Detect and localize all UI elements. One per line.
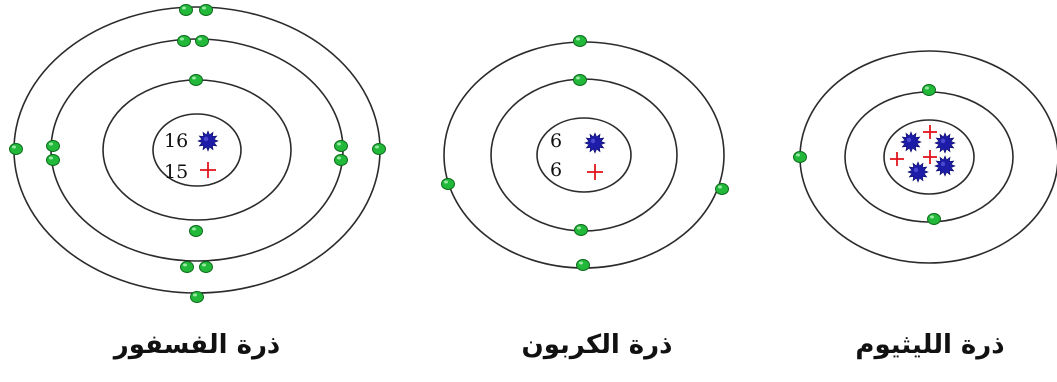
carbon-electron [575,225,588,236]
neutron-star-icon [585,133,605,153]
lithium-electron [928,214,941,225]
phosphorus-electron [47,141,60,152]
phosphorus-electron [196,36,209,47]
proton-plus-icon [200,162,216,178]
phosphorus-electron [200,262,213,273]
proton-plus-icon [923,125,937,139]
carbon-electron [577,260,590,271]
phosphorus-electron [178,36,191,47]
phosphorus-electron [200,5,213,16]
phosphorus-electron [191,292,204,303]
neutron-star-icon [198,131,218,151]
lithium-atom-caption: ذرة الليثيوم [855,330,1004,360]
phosphorus-atom: 16 15 [10,5,386,303]
phosphorus-neutron-count: 16 [164,130,188,152]
neutron-star-icon [901,132,921,152]
lithium-electron [923,85,936,96]
proton-plus-icon [587,164,603,180]
neutron-star-icon [935,133,955,153]
carbon-neutron-count: 6 [550,130,562,152]
proton-plus-icon [923,150,937,164]
phosphorus-electron [373,144,386,155]
neutron-star-icon [908,162,928,182]
carbon-orbit-1 [491,79,677,231]
carbon-electron [442,179,455,190]
carbon-electron [574,36,587,47]
phosphorus-atom-caption: ذرة الفسفور [114,330,281,360]
carbon-atom: 6 6 [442,36,729,271]
phosphorus-electron [190,226,203,237]
phosphorus-electron [181,262,194,273]
carbon-electron [716,184,729,195]
lithium-electron [794,152,807,163]
phosphorus-electron [10,144,23,155]
phosphorus-electron [335,141,348,152]
phosphorus-proton-count: 15 [164,161,188,183]
proton-plus-icon [890,152,904,166]
phosphorus-electron [180,5,193,16]
lithium-atom [794,51,1057,263]
phosphorus-electron [190,75,203,86]
carbon-proton-count: 6 [550,159,562,181]
neutron-star-icon [935,156,955,176]
phosphorus-electron [47,155,60,166]
carbon-electron [574,75,587,86]
phosphorus-orbit-3 [14,7,380,293]
phosphorus-electron [335,155,348,166]
phosphorus-orbit-1 [103,80,291,220]
carbon-atom-caption: ذرة الكربون [522,330,673,360]
